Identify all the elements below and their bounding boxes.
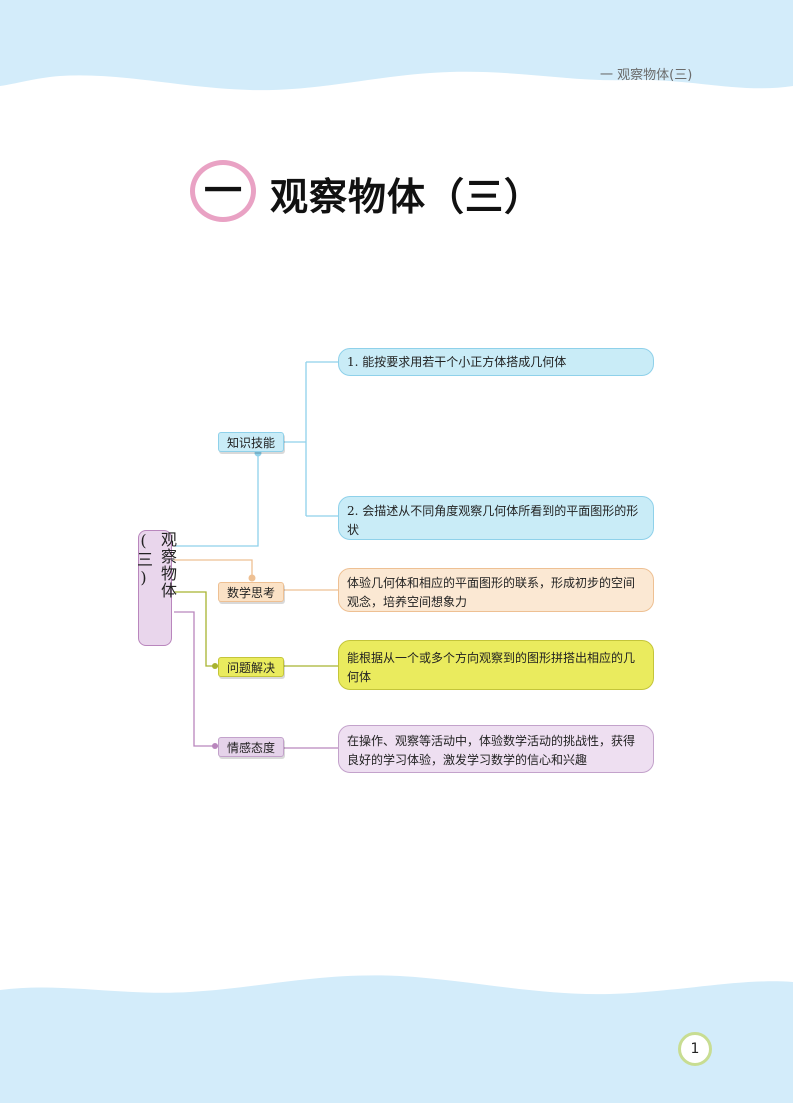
leaf-emotion-attitude: 在操作、观察等活动中，体验数学活动的挑战性，获得良好的学习体验，激发学习数学的信…: [338, 725, 654, 773]
chapter-title: 观察物体（三）: [270, 175, 544, 219]
top-wave-band: [0, 0, 793, 91]
mindmap-root-label: 观察物体(三): [134, 531, 177, 599]
leaf-knowledge-2: 2. 会描述从不同角度观察几何体所看到的平面图形的形状: [338, 496, 654, 540]
page-number: 1: [690, 1041, 700, 1057]
branch-math-thinking: 数学思考: [218, 582, 284, 602]
leaf-knowledge-1: 1. 能按要求用若干个小正方体搭成几何体: [338, 348, 654, 376]
leaf-math-thinking: 体验几何体和相应的平面图形的联系，形成初步的空间观念，培养空间想象力: [338, 568, 654, 612]
mindmap-root: 观察物体(三): [134, 530, 177, 646]
connector-dot-problem: [212, 663, 218, 669]
leaf-problem-solving: 能根据从一个或多个方向观察到的图形拼搭出相应的几何体: [338, 640, 654, 690]
page-number-badge: 1: [678, 1032, 712, 1066]
connector-emotion: [174, 611, 218, 747]
branch-problem-solving: 问题解决: [218, 657, 284, 677]
connector-problem: [174, 591, 218, 667]
connector-dot-math: [248, 574, 256, 582]
connector-knowledge: [174, 453, 259, 547]
connector-knowledge-items: [284, 361, 338, 517]
chapter-number: 一: [203, 169, 242, 213]
connector-math: [174, 559, 253, 578]
connector-dot-emotion: [212, 743, 218, 749]
chapter-number-badge: 一: [190, 160, 256, 222]
running-header: 一 观察物体(三): [600, 68, 693, 83]
branch-emotion-attitude: 情感态度: [218, 737, 284, 757]
bottom-wave-band: [0, 975, 793, 1103]
branch-knowledge-skills: 知识技能: [218, 432, 284, 452]
